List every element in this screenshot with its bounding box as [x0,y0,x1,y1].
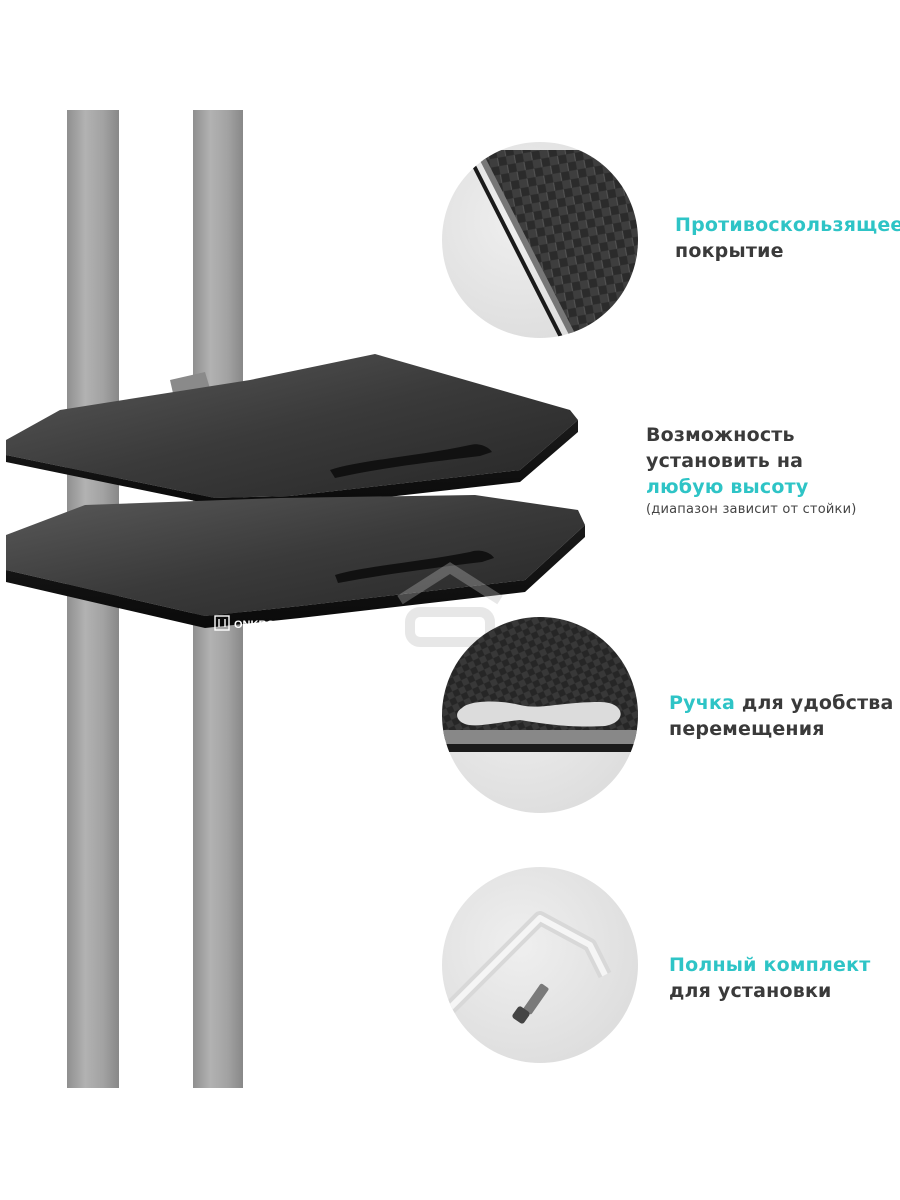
feature-height-note: (диапазон зависит от стойки) [646,502,857,517]
handle-icon [442,617,638,813]
feature-height-line2: установить на [646,450,804,472]
anti-slip-icon [442,142,638,338]
feature-kit: Полный комплект для установки [669,952,870,1004]
feature-anti-slip-title: Противоскользящее [675,214,900,236]
feature-height: Возможность установить на любую высоту (… [646,422,856,520]
feature-handle: Ручка для удобства перемещения [669,690,894,742]
feature-kit-title: Полный комплект [669,954,871,976]
feature-anti-slip: Противоскользящее покрытие [675,212,900,264]
feature-anti-slip-subtitle: покрытие [675,240,784,262]
feature-kit-subtitle: для установки [669,980,832,1002]
feature-handle-accent: Ручка [669,692,736,714]
feature-handle-line1: для удобства [735,692,894,714]
hex-key-icon [442,867,638,1063]
lower-shelf [6,495,585,628]
feature-height-line1: Возможность [646,424,795,446]
watermark-logo [397,562,503,647]
brand-text: ONKRON [234,619,283,631]
bolt-icon [512,983,549,1024]
feature-handle-line2: перемещения [669,718,825,740]
feature-height-accent: любую высоту [646,476,809,498]
onkron-logo: ONKRON [214,615,283,631]
